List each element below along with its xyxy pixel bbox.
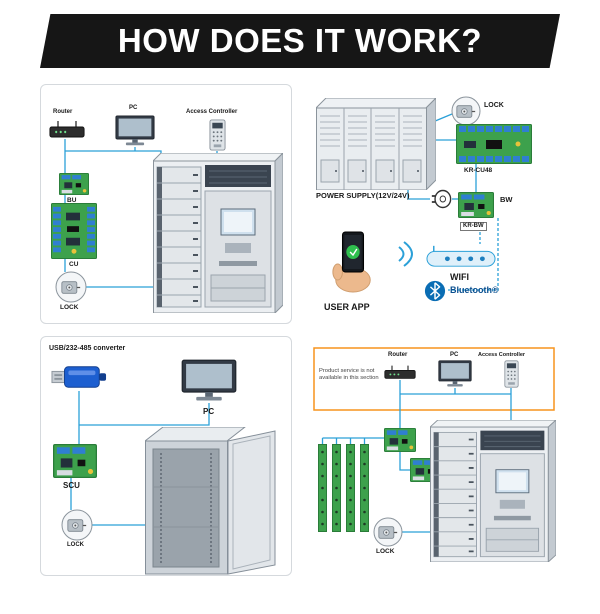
bu-board-icon bbox=[59, 173, 89, 195]
wiring-lines bbox=[70, 391, 210, 526]
wifi-router-icon bbox=[426, 245, 496, 267]
diagram-grid: Router PC Access Controller BU CU LOCK bbox=[40, 84, 560, 576]
page-title: HOW DOES IT WORK? bbox=[117, 22, 483, 59]
user-app-label: USER APP bbox=[324, 302, 370, 312]
lock-label: LOCK bbox=[60, 304, 79, 311]
access-controller-label: Access Controller bbox=[186, 109, 238, 115]
router-label: Router bbox=[388, 352, 408, 358]
server-rack-icon bbox=[145, 427, 276, 575]
router-label: Router bbox=[53, 109, 73, 115]
kr-cu48-label: KR-CU48 bbox=[464, 167, 493, 174]
router-icon bbox=[49, 120, 85, 138]
bw-board-icon bbox=[458, 192, 494, 218]
lock-label: LOCK bbox=[484, 102, 504, 109]
bluetooth-icon bbox=[424, 280, 446, 302]
kr-bw-label: KR-BW bbox=[460, 222, 487, 231]
lock-strip-board-icon bbox=[318, 444, 327, 532]
panel-usb-converter-system: USB/232-485 converter PC SCU LOCK bbox=[40, 336, 292, 576]
bw-label: BW bbox=[500, 195, 513, 204]
wired-system-diagram bbox=[49, 115, 283, 313]
bu-label: BU bbox=[67, 197, 77, 204]
title-banner: HOW DOES IT WORK? bbox=[40, 14, 560, 68]
bluetooth-label: Bluetooth® bbox=[450, 285, 499, 295]
pc-icon bbox=[438, 360, 472, 387]
scu-label: SCU bbox=[63, 481, 80, 490]
access-controller-label: Access Controller bbox=[478, 352, 526, 358]
panel-wired-control-system: Router PC Access Controller BU CU LOCK bbox=[40, 84, 292, 324]
converter-system-diagram bbox=[51, 359, 276, 575]
wiring-lines bbox=[407, 113, 499, 291]
lock-strip-board-icon bbox=[332, 444, 341, 532]
access-controller-icon bbox=[504, 360, 519, 388]
pc-label: PC bbox=[129, 105, 138, 111]
locker-cabinet-icon bbox=[153, 153, 283, 313]
locker-cabinet-icon bbox=[430, 420, 556, 562]
wifi-signal-icon bbox=[398, 241, 413, 267]
pc-icon bbox=[181, 359, 237, 402]
pc-label: PC bbox=[450, 352, 459, 358]
kr-cu48-board-icon bbox=[456, 124, 532, 164]
usb-converter-icon bbox=[51, 366, 107, 388]
hand-phone-icon bbox=[332, 231, 371, 293]
power-plug-icon bbox=[430, 189, 452, 209]
lock-strip-board-icon bbox=[360, 444, 369, 532]
pc-label: PC bbox=[203, 407, 215, 416]
power-supply-label: POWER SUPPLY(12V/24V) bbox=[316, 191, 410, 200]
wireless-system-diagram bbox=[316, 96, 532, 302]
network-system-diagram bbox=[313, 347, 556, 562]
control-board-icon bbox=[384, 428, 416, 452]
access-controller-icon bbox=[209, 119, 226, 151]
panel-wireless-app-system: LOCK KR-CU48 POWER SUPPLY(12V/24V) BW KR… bbox=[308, 84, 560, 324]
lock-label: LOCK bbox=[67, 542, 84, 548]
scu-board-icon bbox=[53, 444, 97, 478]
pc-icon bbox=[115, 115, 155, 146]
usb-converter-label: USB/232-485 converter bbox=[49, 345, 126, 352]
router-icon bbox=[384, 365, 416, 379]
highlight-box bbox=[313, 347, 555, 411]
panel-networked-system: Product service is not available in this… bbox=[308, 336, 560, 576]
lock-strip-board-icon bbox=[346, 444, 355, 532]
wifi-label: WIFI bbox=[450, 272, 469, 282]
cu-label: CU bbox=[69, 261, 79, 268]
service-note: Product service is not available in this… bbox=[319, 368, 379, 381]
cu-board-icon bbox=[51, 203, 97, 259]
lock-label: LOCK bbox=[376, 548, 395, 555]
locker-bank-icon bbox=[316, 98, 436, 190]
infographic-page: HOW DOES IT WORK? bbox=[0, 14, 600, 576]
